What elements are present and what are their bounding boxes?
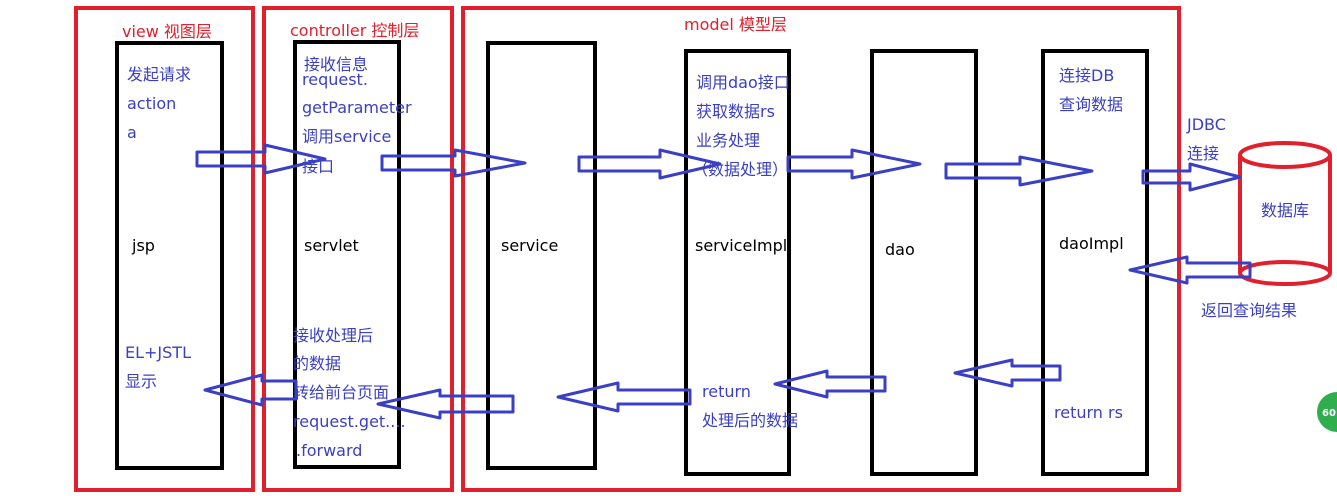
dao-label: dao bbox=[885, 240, 915, 259]
arrow-servlet-to-jsp bbox=[203, 373, 298, 407]
serviceimpl-return-annotation: return 处理后的数据 bbox=[702, 382, 798, 430]
arrow-service-to-servlet bbox=[376, 388, 515, 420]
svg-text:getParameter: getParameter bbox=[302, 98, 412, 117]
serviceimpl-box bbox=[684, 49, 791, 476]
daoimpl-return-annotation: return rs bbox=[1054, 403, 1123, 422]
controller-layer-box bbox=[262, 6, 454, 492]
green-badge: 60 bbox=[1317, 392, 1337, 432]
model-layer-box bbox=[461, 6, 1181, 492]
svg-text:发起请求: 发起请求 bbox=[127, 65, 191, 84]
arrow-db-to-daoimpl bbox=[1128, 255, 1252, 285]
servlet-box bbox=[293, 40, 401, 469]
model-layer-title: model 模型层 bbox=[684, 15, 787, 34]
arrow-daoimpl-to-db bbox=[1141, 162, 1242, 192]
service-box bbox=[486, 41, 597, 470]
arrow-service-to-serviceimpl bbox=[577, 148, 722, 180]
svg-text:60: 60 bbox=[1322, 408, 1336, 419]
daoimpl-box bbox=[1041, 49, 1149, 476]
db-return-annotation: 返回查询结果 bbox=[1201, 301, 1297, 320]
database-label: 数据库 bbox=[1261, 201, 1309, 220]
controller-receive-annotation: 接收信息 request. getParameter 调用service 接口 bbox=[302, 55, 412, 176]
svg-text:连接DB: 连接DB bbox=[1059, 66, 1114, 85]
svg-text:调用dao接口: 调用dao接口 bbox=[696, 73, 790, 92]
svg-text:的数据: 的数据 bbox=[293, 354, 341, 373]
jsp-box bbox=[115, 41, 224, 470]
dao-box bbox=[870, 49, 978, 476]
arrow-servlet-to-service bbox=[380, 148, 527, 178]
arrow-dao-to-serviceimpl bbox=[773, 369, 887, 399]
svg-text:调用service: 调用service bbox=[302, 127, 391, 146]
jdbc-annotation: JDBC 连接 bbox=[1186, 115, 1226, 163]
svg-text:处理后的数据: 处理后的数据 bbox=[702, 411, 798, 430]
svg-text:接口: 接口 bbox=[302, 157, 334, 176]
daoimpl-top-annotation: 连接DB 查询数据 bbox=[1059, 66, 1123, 114]
svg-text:连接: 连接 bbox=[1187, 144, 1219, 163]
jsp-label: jsp bbox=[131, 236, 155, 255]
svg-text:转给前台页面: 转给前台页面 bbox=[293, 383, 389, 402]
svg-text:request.get....: request.get.... bbox=[293, 412, 406, 431]
svg-text:a: a bbox=[127, 123, 137, 142]
svg-text:request.: request. bbox=[302, 70, 368, 89]
svg-text:.forward: .forward bbox=[296, 441, 362, 460]
svg-text:查询数据: 查询数据 bbox=[1059, 95, 1123, 114]
serviceimpl-label: serviceImpl bbox=[695, 236, 787, 255]
view-layer-box bbox=[74, 6, 255, 492]
servlet-label: servlet bbox=[304, 236, 359, 255]
serviceimpl-top-annotation: 调用dao接口 获取数据rs 业务处理 （数据处理） bbox=[692, 73, 790, 179]
arrow-dao-to-daoimpl bbox=[944, 155, 1094, 187]
view-layer-title: view 视图层 bbox=[122, 22, 212, 41]
daoimpl-label: daoImpl bbox=[1059, 234, 1124, 253]
database-cylinder bbox=[1238, 141, 1332, 286]
svg-text:return: return bbox=[702, 382, 751, 401]
controller-layer-title: controller 控制层 bbox=[290, 21, 419, 40]
svg-text:（数据处理）: （数据处理） bbox=[692, 160, 788, 179]
arrow-serviceimpl-to-service bbox=[556, 381, 692, 413]
svg-text:接收处理后: 接收处理后 bbox=[293, 326, 373, 345]
svg-text:业务处理: 业务处理 bbox=[696, 131, 760, 150]
service-label: service bbox=[501, 236, 558, 255]
view-display-annotation: EL+JSTL 显示 bbox=[125, 343, 191, 391]
arrow-daoimpl-to-dao bbox=[953, 358, 1062, 388]
svg-text:接收信息: 接收信息 bbox=[304, 55, 368, 74]
svg-text:获取数据rs: 获取数据rs bbox=[696, 102, 775, 121]
arrow-jsp-to-servlet bbox=[195, 143, 327, 175]
svg-text:JDBC: JDBC bbox=[1186, 115, 1226, 134]
arrow-serviceimpl-to-dao bbox=[786, 148, 922, 180]
arrows bbox=[195, 143, 1252, 420]
svg-text:显示: 显示 bbox=[125, 372, 157, 391]
view-request-annotation: 发起请求 action a bbox=[127, 65, 191, 142]
controller-return-annotation: 接收处理后 的数据 转给前台页面 request.get.... .forwar… bbox=[293, 326, 406, 460]
svg-text:EL+JSTL: EL+JSTL bbox=[125, 343, 191, 362]
svg-text:action: action bbox=[127, 94, 176, 113]
